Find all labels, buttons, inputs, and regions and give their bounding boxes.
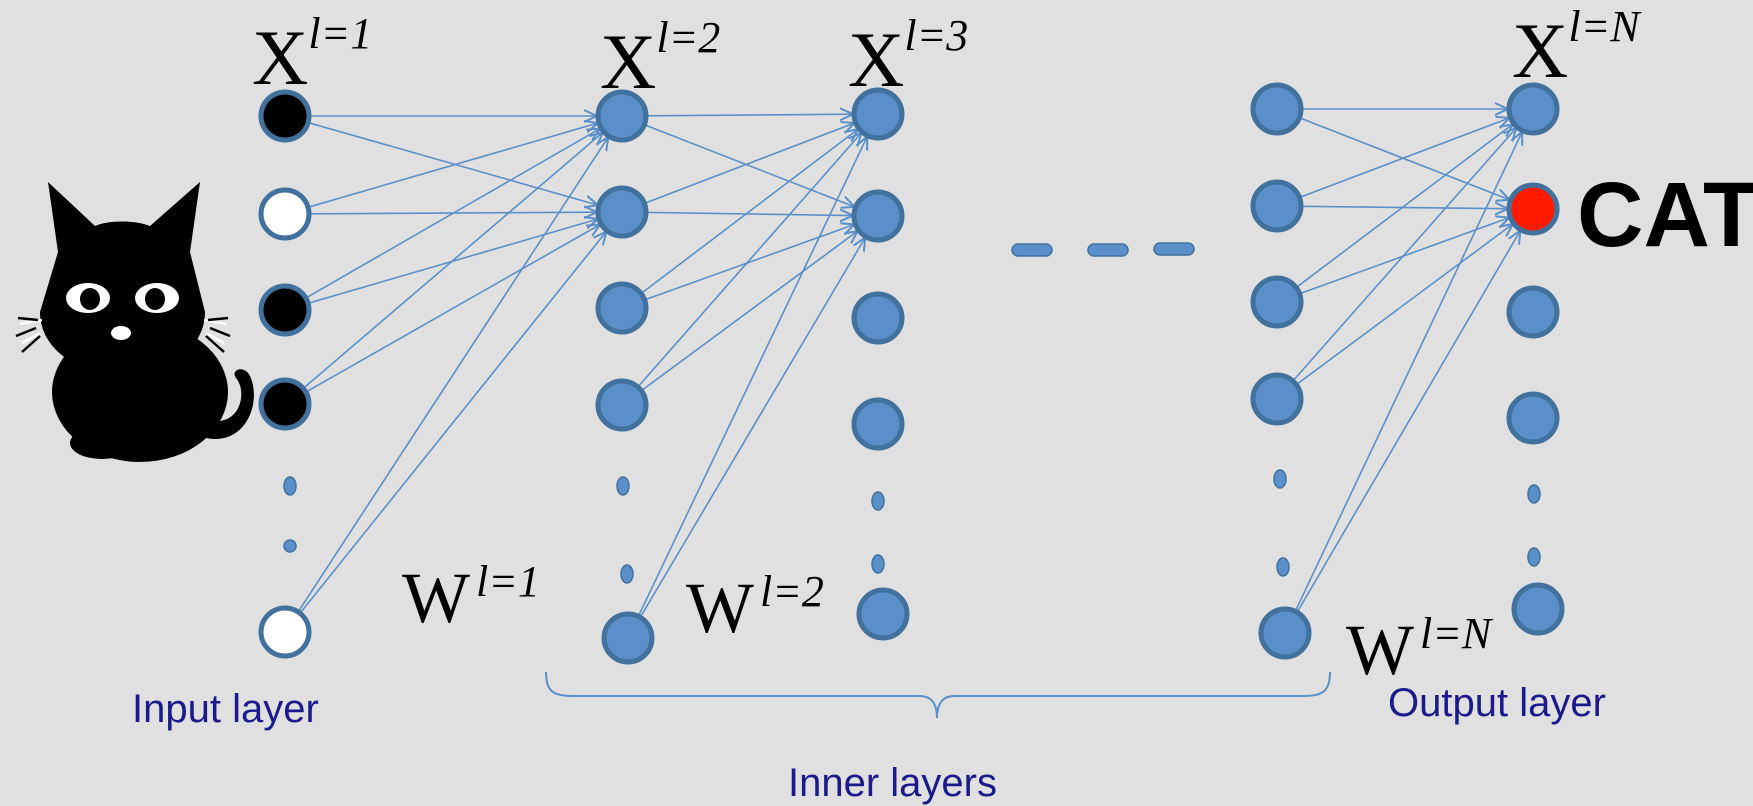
layer2-ellipsis-dot bbox=[620, 564, 634, 584]
input-node bbox=[258, 605, 312, 659]
output-node bbox=[1511, 582, 1565, 636]
layer2-node bbox=[601, 611, 655, 665]
connection-edge bbox=[639, 238, 865, 618]
layer2-node bbox=[595, 185, 649, 239]
input-node bbox=[258, 377, 312, 431]
connection-edge bbox=[299, 232, 606, 614]
connection-edge bbox=[1296, 231, 1520, 613]
layer3-x-label: Xl=3 bbox=[848, 11, 968, 103]
layer-gap-dashes bbox=[1011, 242, 1195, 257]
connection-edge bbox=[305, 129, 600, 299]
gap-dash bbox=[1087, 243, 1129, 257]
network-nodes bbox=[258, 82, 1565, 665]
connection-edge bbox=[1295, 224, 1512, 386]
layer3-node bbox=[851, 189, 905, 243]
gap-dash bbox=[1153, 242, 1195, 256]
input-ellipsis-dot bbox=[283, 539, 297, 553]
connection-edge bbox=[1300, 206, 1507, 208]
input-ellipsis-dot bbox=[283, 476, 297, 496]
connection-edge bbox=[644, 123, 853, 207]
inner-layers-brace bbox=[545, 671, 1331, 719]
connection-edge bbox=[302, 133, 602, 390]
layer2-node bbox=[595, 89, 649, 143]
layerm-node bbox=[1250, 275, 1304, 329]
layer3-node bbox=[856, 587, 910, 641]
input-node bbox=[258, 89, 312, 143]
output-node bbox=[1506, 391, 1560, 445]
connection-edge bbox=[305, 225, 600, 393]
input-node bbox=[258, 283, 312, 337]
layer2-node bbox=[595, 281, 649, 335]
inner-layers-label: Inner layers bbox=[788, 761, 997, 805]
output-layer-label: Output layer bbox=[1388, 681, 1606, 725]
connection-edge bbox=[640, 231, 857, 392]
connection-edge bbox=[1295, 125, 1512, 289]
input-layer-label: Input layer bbox=[132, 687, 319, 731]
output-ellipsis-dot bbox=[1527, 547, 1541, 567]
output-node bbox=[1506, 285, 1560, 339]
connection-edge bbox=[1299, 118, 1508, 199]
layer3-node bbox=[851, 291, 905, 345]
connection-edge bbox=[644, 123, 853, 205]
layer1-x-label: Xl=1 bbox=[252, 9, 372, 101]
connection-edge bbox=[640, 130, 857, 295]
connection-edge bbox=[644, 225, 854, 301]
output-node bbox=[1506, 82, 1560, 136]
connection-edge bbox=[645, 212, 852, 215]
layer2-x-label: Xl=2 bbox=[600, 13, 720, 105]
connection-edge bbox=[1294, 133, 1522, 612]
connection-edges bbox=[297, 109, 1522, 618]
connection-edge bbox=[637, 134, 861, 388]
connection-edge bbox=[637, 137, 866, 617]
cat-silhouette-icon bbox=[15, 182, 254, 462]
layern-x-label: Xl=N bbox=[1512, 2, 1642, 94]
input-node bbox=[258, 187, 312, 241]
output-ellipsis-dot bbox=[1527, 484, 1541, 504]
connection-edge bbox=[297, 138, 608, 613]
layer3-ellipsis-dot bbox=[871, 491, 885, 511]
connection-edge bbox=[1292, 128, 1516, 382]
layerm-node bbox=[1258, 606, 1312, 660]
layer2-ellipsis-dot bbox=[616, 476, 630, 496]
layerm-node bbox=[1250, 372, 1304, 426]
connection-edge bbox=[645, 114, 852, 116]
layer3-node bbox=[851, 87, 905, 141]
connection-edge bbox=[307, 121, 597, 205]
layerm-ellipsis-dot bbox=[1276, 557, 1290, 577]
output-class-label: CAT bbox=[1577, 164, 1753, 266]
layerm-ellipsis-dot bbox=[1273, 469, 1287, 489]
layerm-node bbox=[1250, 179, 1304, 233]
layer3-node bbox=[851, 397, 905, 451]
output-node-active bbox=[1506, 182, 1560, 236]
ellipsis-dots bbox=[283, 469, 1541, 584]
connection-edge bbox=[307, 123, 597, 209]
layer2-node bbox=[595, 378, 649, 432]
layerm-node bbox=[1250, 82, 1304, 136]
gap-dash bbox=[1011, 243, 1053, 257]
layer3-ellipsis-dot bbox=[871, 554, 885, 574]
